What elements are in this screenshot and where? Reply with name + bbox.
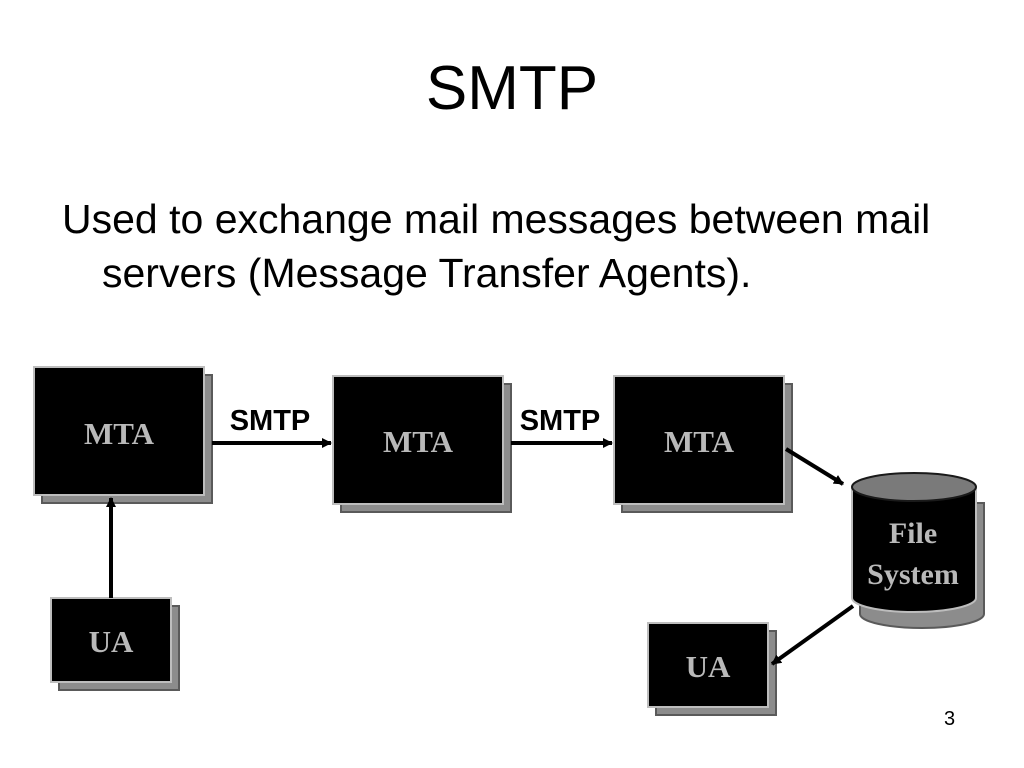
smtp-link-label-1: SMTP — [230, 405, 311, 437]
mta-node-3: MTA — [613, 375, 793, 513]
file-system-label-line2: System — [867, 558, 959, 591]
smtp-link-label-2: SMTP — [520, 405, 601, 437]
mta-2-label: MTA — [383, 424, 454, 459]
file-system-cylinder: File System — [851, 472, 985, 629]
ua-receiver-label: UA — [686, 649, 731, 684]
slide-title: SMTP — [425, 54, 599, 123]
arrow-mta3-to-filesystem — [784, 447, 845, 486]
mta-1-label: MTA — [84, 416, 155, 451]
ua-sender-node: UA — [50, 597, 180, 691]
arrow-filesystem-to-ua — [770, 604, 855, 666]
ua-sender-label: UA — [89, 624, 134, 659]
mta-3-label: MTA — [664, 424, 735, 459]
mta-node-2: MTA — [332, 375, 512, 513]
mta-node-1: MTA — [33, 366, 213, 504]
ua-receiver-node: UA — [647, 622, 777, 716]
file-system-label-line1: File — [889, 517, 937, 550]
bullet-text: Used to exchange mail messages between m… — [62, 196, 931, 296]
page-number: 3 — [944, 708, 956, 730]
